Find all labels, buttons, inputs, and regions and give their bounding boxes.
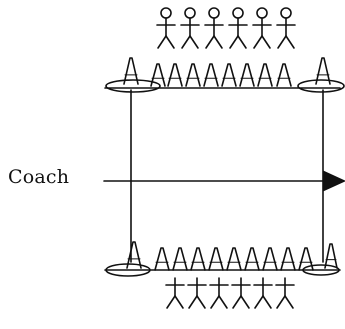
cone-icon — [150, 63, 166, 87]
cone-icon — [324, 243, 338, 269]
cone-icon — [126, 241, 142, 269]
bottom-player-group — [165, 277, 295, 309]
stick-figure-icon — [204, 7, 224, 49]
stick-figure-icon — [276, 7, 296, 49]
stick-figure-icon — [253, 277, 273, 309]
top-player-group — [156, 7, 296, 49]
bottom-right-marker — [302, 264, 340, 276]
top-left-marker — [105, 79, 161, 93]
cone-icon — [123, 57, 139, 85]
stick-figure-icon — [156, 7, 176, 49]
cone-icon — [221, 63, 237, 87]
cone-icon — [226, 247, 242, 271]
stick-figure-icon — [252, 7, 272, 49]
cone-icon — [315, 57, 331, 85]
cone-icon — [257, 63, 273, 87]
cone-icon — [298, 247, 314, 271]
cone-icon — [280, 247, 296, 271]
stick-figure-icon — [209, 277, 229, 309]
cone-icon — [276, 63, 292, 87]
bottom-cone-row — [104, 241, 341, 277]
cone-icon — [244, 247, 260, 271]
cone-icon — [190, 247, 206, 271]
top-right-marker — [297, 79, 345, 93]
stick-figure-icon — [231, 277, 251, 309]
cone-icon — [203, 63, 219, 87]
top-cone-row — [104, 57, 345, 93]
stick-figure-icon — [165, 277, 185, 309]
stick-figure-icon — [180, 7, 200, 49]
stick-figure-icon — [275, 277, 295, 309]
coach-label: Coach — [8, 166, 70, 188]
cone-icon — [172, 247, 188, 271]
cone-icon — [154, 247, 170, 271]
cone-icon — [239, 63, 255, 87]
cone-icon — [185, 63, 201, 87]
stick-figure-icon — [228, 7, 248, 49]
field — [130, 89, 324, 263]
cone-icon — [262, 247, 278, 271]
stick-figure-icon — [187, 277, 207, 309]
cone-icon — [208, 247, 224, 271]
cone-icon — [167, 63, 183, 87]
coach-path — [103, 170, 345, 192]
arrow-head-icon — [322, 170, 345, 192]
